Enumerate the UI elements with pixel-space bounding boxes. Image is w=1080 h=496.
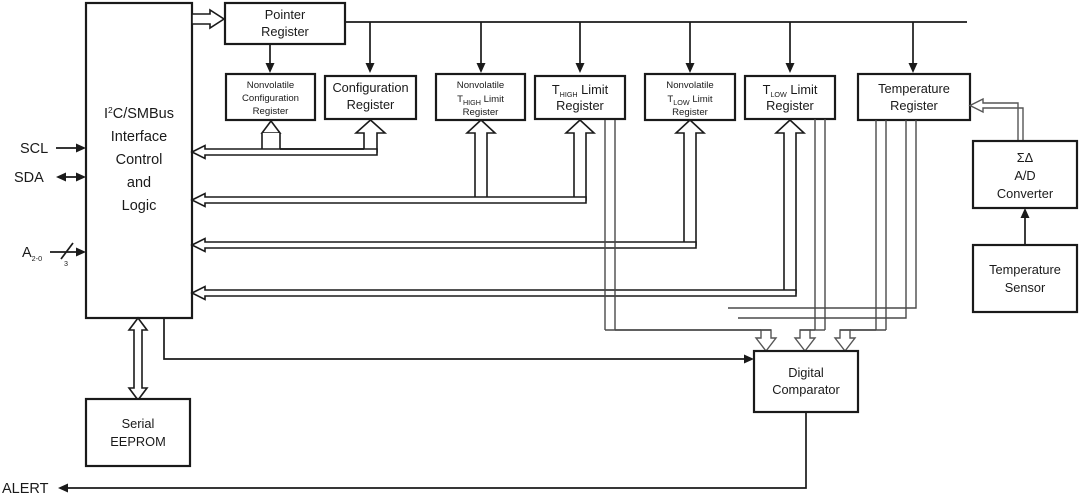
- comparator-label-line2: Comparator: [772, 382, 840, 397]
- nv-thigh-label-line3: Register: [463, 107, 500, 118]
- svg-text:TLOW Limit: TLOW Limit: [763, 82, 818, 99]
- i2c-label-control: Control: [116, 152, 163, 168]
- nv-config-label-line1: Nonvolatile: [247, 80, 294, 91]
- signal-address-bus: A2-0 3: [22, 242, 86, 268]
- config-label-line2: Register: [347, 97, 395, 112]
- block-temperature-sensor: Temperature Sensor: [971, 243, 1079, 314]
- adc-label-line2: A/D: [1014, 168, 1035, 183]
- block-serial-eeprom: Serial EEPROM: [84, 397, 192, 468]
- svg-text:THIGH Limit: THIGH Limit: [457, 94, 504, 107]
- readback-bus-tlow: [190, 118, 807, 301]
- block-nonvolatile-tlow-limit-register: Nonvolatile TLOW Limit Register: [643, 72, 737, 122]
- comparator-input-arrowheads: [754, 329, 857, 353]
- sensor-label-line2: Sensor: [1005, 280, 1046, 295]
- nv-tlow-label-limit: Limit: [690, 94, 713, 105]
- svg-text:THIGH Limit: THIGH Limit: [552, 82, 609, 99]
- nv-tlow-label-line1: Nonvolatile: [666, 80, 713, 91]
- i2c-label-interface: Interface: [111, 129, 167, 145]
- block-adc: ΣΔ A/D Converter: [971, 139, 1079, 210]
- readback-bus-config: [190, 118, 388, 160]
- connector-i2c-to-pointer: [191, 8, 226, 30]
- pointer-fanout-bus: [265, 21, 967, 73]
- comparator-label-line1: Digital: [788, 365, 824, 380]
- nv-config-label-line2: Configuration: [242, 93, 299, 104]
- block-i2c-smbus-interface: I2C/SMBus Interface Control and Logic: [84, 1, 194, 320]
- alert-output: ALERT: [2, 412, 807, 496]
- signal-sda: SDA: [14, 170, 86, 186]
- readback-bus-tlow-nv: [190, 118, 707, 253]
- connector-i2c-to-eeprom: [127, 316, 149, 402]
- addr-bus-width-label: 3: [64, 259, 68, 268]
- i2c-label-part2: C/SMBus: [113, 106, 174, 122]
- block-tlow-limit-register: TLOW Limit Register: [743, 74, 837, 121]
- adc-to-temperature-register: [968, 97, 1024, 142]
- thigh-register-to-comparator: [604, 120, 616, 330]
- adc-label-line1: ΣΔ: [1017, 150, 1034, 165]
- block-temperature-register: Temperature Register: [856, 72, 972, 122]
- i2c-label-superscript: 2: [108, 105, 113, 115]
- block-thigh-limit-register: THIGH Limit Register: [533, 74, 627, 121]
- nv-thigh-label-t: T: [457, 94, 463, 105]
- interface-to-comparator: [163, 318, 754, 364]
- nv-thigh-label-line1: Nonvolatile: [457, 80, 504, 91]
- nv-thigh-label-limit: Limit: [481, 94, 504, 105]
- temperature-register-label-line1: Temperature: [878, 81, 950, 96]
- alert-label: ALERT: [2, 481, 49, 496]
- thigh-label-line2: Register: [556, 98, 604, 113]
- tlow-label-limit: Limit: [787, 82, 818, 97]
- sda-label: SDA: [14, 170, 44, 186]
- sensor-label-line1: Temperature: [989, 262, 1061, 277]
- tlow-label-t: T: [763, 82, 771, 97]
- svg-text:I2C/SMBus: I2C/SMBus: [104, 105, 174, 122]
- readback-bus-thigh: [190, 118, 597, 208]
- eeprom-label-line1: Serial: [122, 416, 155, 431]
- nv-tlow-label-t: T: [667, 94, 673, 105]
- block-nonvolatile-thigh-limit-register: Nonvolatile THIGH Limit Register: [434, 72, 527, 122]
- block-nonvolatile-configuration-register: Nonvolatile Configuration Register: [224, 72, 317, 122]
- thigh-label-subscript: HIGH: [560, 90, 578, 99]
- eeprom-label-line2: EEPROM: [110, 434, 165, 449]
- block-digital-comparator: Digital Comparator: [752, 349, 860, 414]
- svg-text:TLOW Limit: TLOW Limit: [667, 94, 713, 107]
- pointer-label-line2: Register: [261, 24, 309, 39]
- thigh-label-t: T: [552, 82, 560, 97]
- nv-config-label-line3: Register: [253, 106, 290, 117]
- tlow-register-to-comparator: [814, 119, 826, 330]
- addr-label: A: [22, 245, 32, 261]
- tlow-label-line2: Register: [766, 98, 814, 113]
- temperature-register-to-comparator: [728, 120, 917, 330]
- pointer-label-line1: Pointer: [265, 7, 306, 22]
- svg-text:A2-0: A2-0: [22, 245, 42, 263]
- block-pointer-register: Pointer Register: [223, 1, 347, 46]
- tlow-label-subscript: LOW: [770, 90, 787, 99]
- config-label-line1: Configuration: [332, 80, 408, 95]
- addr-label-subscript: 2-0: [32, 254, 42, 263]
- scl-label: SCL: [20, 141, 48, 157]
- sensor-to-adc: [1020, 208, 1030, 245]
- nv-tlow-label-line3: Register: [672, 107, 709, 118]
- i2c-label-logic: Logic: [122, 198, 157, 214]
- nv-thigh-label-subscript: HIGH: [463, 98, 481, 107]
- adc-label-line3: Converter: [997, 186, 1054, 201]
- nv-tlow-label-subscript: LOW: [673, 98, 690, 107]
- signal-scl: SCL: [20, 141, 86, 157]
- temperature-register-label-line2: Register: [890, 98, 938, 113]
- block-configuration-register: Configuration Register: [323, 74, 418, 121]
- i2c-label-part1: I: [104, 106, 108, 122]
- i2c-label-and: and: [127, 175, 151, 191]
- thigh-label-limit: Limit: [578, 82, 609, 97]
